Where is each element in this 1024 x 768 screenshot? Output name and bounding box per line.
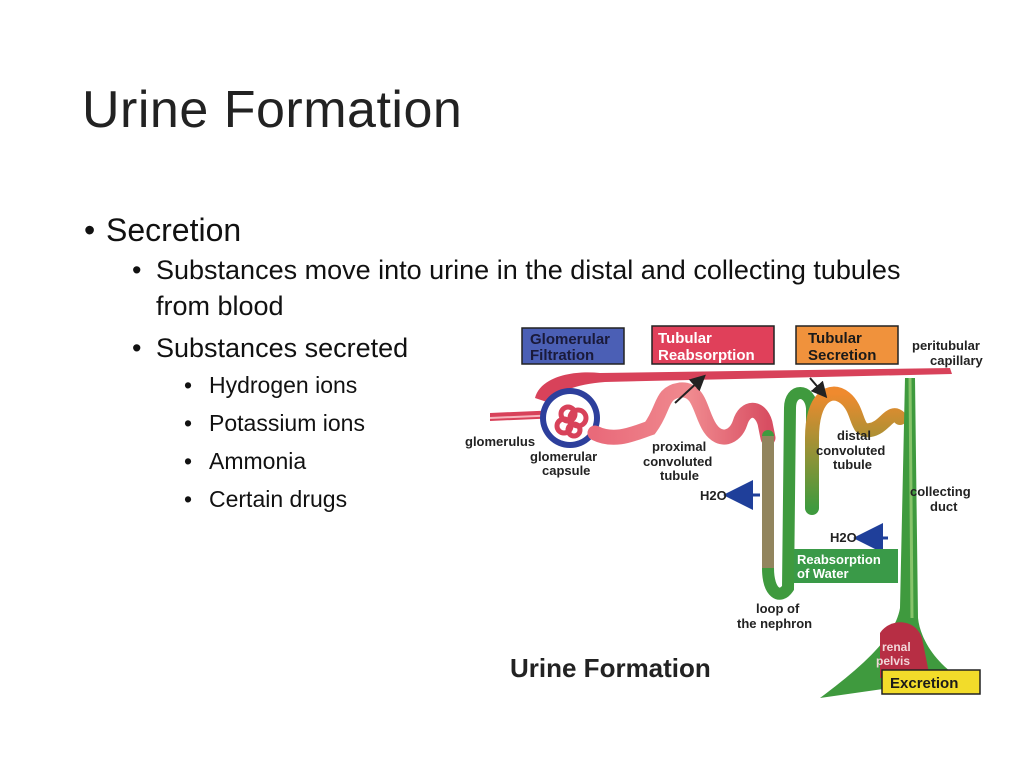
loop-of-nephron-shape xyxy=(762,387,818,600)
h2o-label-2: H2O xyxy=(830,530,857,545)
glomerulus-label: glomerulus xyxy=(465,434,535,449)
excretion-box xyxy=(881,669,981,695)
bullet-substances-move: Substances move into urine in the distal… xyxy=(132,252,916,324)
urine-formation-diagram: Glomerular Filtration Tubular Reabsorpti… xyxy=(465,325,984,698)
reabsorption-box-line1: Tubular xyxy=(658,330,712,347)
glomerular-filtration-box xyxy=(521,327,625,365)
loop-label-1: loop of xyxy=(756,601,800,616)
h2o-label-1: H2O xyxy=(700,488,727,503)
proximal-tubule-shape xyxy=(587,382,776,446)
water-box-line2: of Water xyxy=(797,566,849,581)
list-item: Potassium ions xyxy=(184,404,934,442)
list-item: Ammonia xyxy=(184,442,934,480)
list-item: Hydrogen ions xyxy=(184,366,934,404)
reabsorption-box-line2: Reabsorption xyxy=(658,347,755,364)
glomerulus-shape xyxy=(554,404,589,439)
distal-label-1: distal xyxy=(837,428,871,443)
distal-label-2: convoluted xyxy=(816,443,885,458)
capsule-label-1: glomerular xyxy=(530,449,597,464)
slide-title: Urine Formation xyxy=(82,81,463,139)
tubular-secretion-box xyxy=(795,325,899,365)
glomerular-box-line2: Filtration xyxy=(530,347,594,364)
secretion-box-line2: Secretion xyxy=(808,347,876,364)
distal-tubule-shape xyxy=(805,386,907,515)
glomerular-box-line1: Glomerular xyxy=(530,331,610,348)
tubular-reabsorption-box xyxy=(651,325,775,365)
reabsorption-of-water-box xyxy=(794,549,898,583)
water-box-line1: Reabsorption xyxy=(797,552,881,567)
proximal-label-1: proximal xyxy=(652,439,706,454)
collecting-label-2: duct xyxy=(930,499,958,514)
collecting-label-1: collecting xyxy=(910,484,971,499)
proximal-label-2: convoluted xyxy=(643,454,712,469)
bullet-secretion: Secretion xyxy=(84,208,934,252)
renal-pelvis-shape xyxy=(880,622,930,678)
pelvis-label-1: renal xyxy=(882,640,911,654)
secretion-box-line1: Tubular xyxy=(808,330,862,347)
diagram-caption: Urine Formation xyxy=(510,653,711,683)
bullet-substances-secreted: Substances secreted xyxy=(132,330,934,366)
distal-label-3: tubule xyxy=(833,457,872,472)
list-item: Certain drugs xyxy=(184,480,934,518)
peritubular-capillary-shape xyxy=(535,368,952,403)
capsule-label-2: capsule xyxy=(542,463,590,478)
bullet-list: Secretion Substances move into urine in … xyxy=(84,208,934,518)
excretion-box-label: Excretion xyxy=(890,675,958,692)
pelvis-label-2: pelvis xyxy=(876,654,910,668)
loop-label-2: the nephron xyxy=(737,616,812,631)
peritubular-label-1: peritubular xyxy=(912,338,980,353)
secreted-substances-list: Hydrogen ions Potassium ions Ammonia Cer… xyxy=(84,366,934,518)
peritubular-label-2: capillary xyxy=(930,353,984,368)
proximal-label-3: tubule xyxy=(660,468,699,483)
